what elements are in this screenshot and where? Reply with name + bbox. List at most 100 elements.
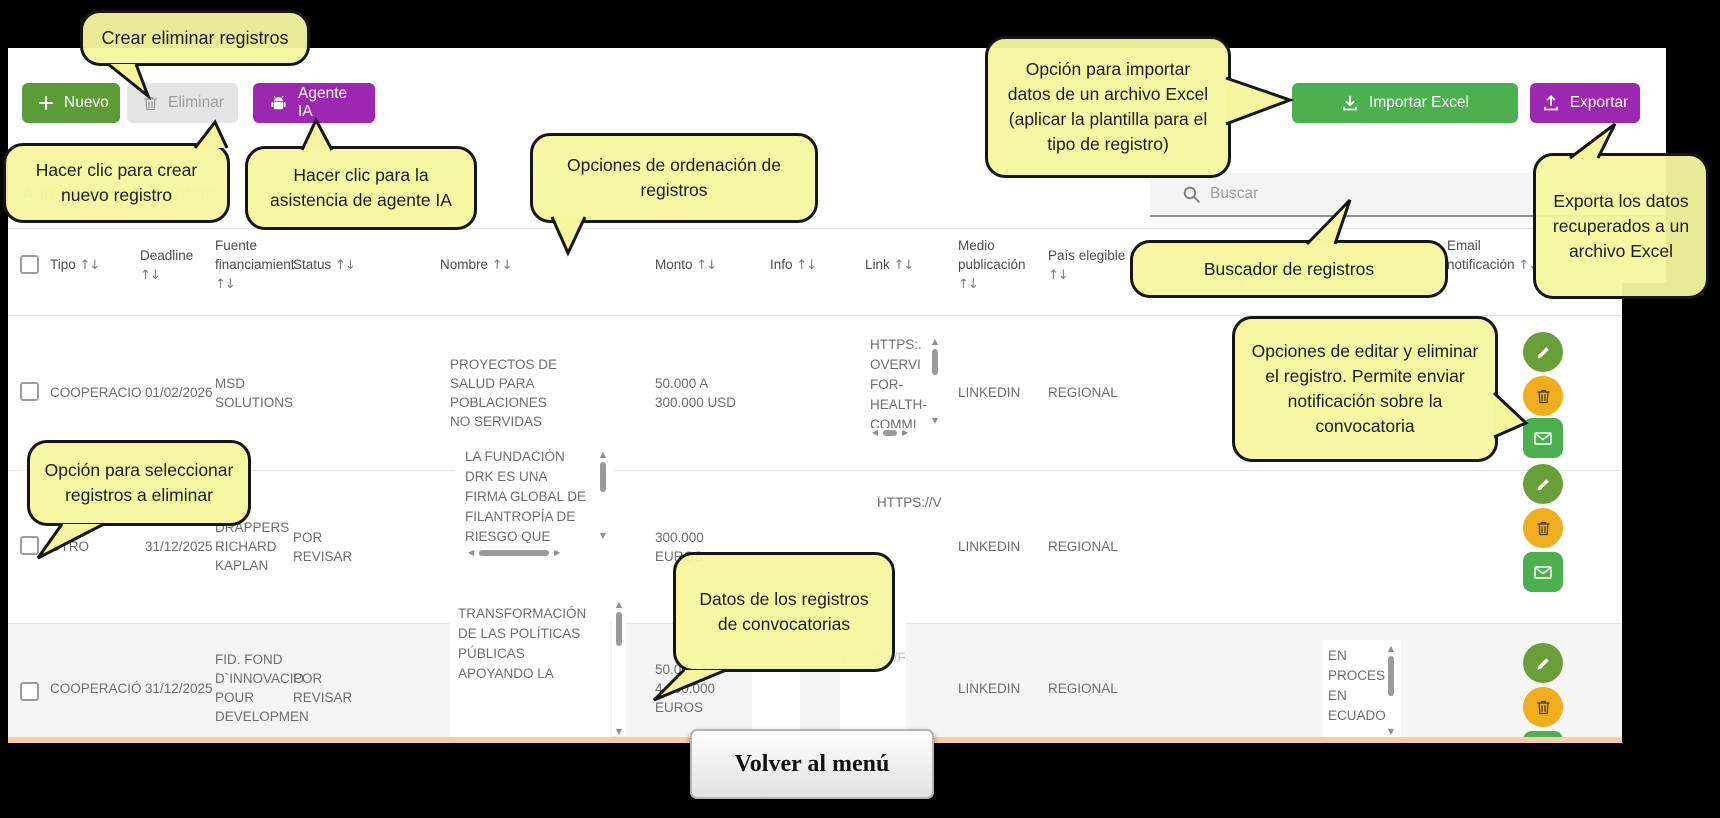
plus-icon [39, 96, 53, 110]
header-monto[interactable]: Monto ↑↓ [655, 255, 740, 275]
divider [8, 470, 1622, 471]
cell-text: LINKEDIN [958, 539, 1021, 554]
cell-text: 01/02/2026 [145, 385, 213, 400]
header-status[interactable]: Status ↑↓ [293, 255, 378, 275]
eliminar-label: Eliminar [168, 94, 224, 111]
cell-text: PROYECTOS DE SALUD PARA POBLACIONES NO S… [450, 356, 558, 429]
cell-text: REGIONAL [1048, 539, 1118, 554]
nuevo-label: Nuevo [64, 94, 109, 111]
envelope-icon [1534, 565, 1552, 579]
eliminar-button[interactable]: Eliminar [127, 83, 238, 123]
callout-exportar: Exporta los datos recuperados a un archi… [1533, 153, 1709, 299]
cell-text: 50.000 A 300.000 USD [655, 375, 737, 410]
cell-fuente: MSD SOLUTIONS [215, 315, 307, 470]
importar-excel-button[interactable]: Importar Excel [1292, 83, 1518, 123]
header-fuente[interactable]: Fuente financiamient ↑↓ [215, 236, 311, 294]
cell-pais-elegible: REGIONAL [1048, 315, 1143, 470]
header-info[interactable]: Info ↑↓ [770, 255, 835, 275]
header-nombre[interactable]: Nombre ↑↓ [440, 255, 550, 275]
delete-button[interactable] [1523, 376, 1563, 416]
callout-ordenacion: Opciones de ordenación de registros [530, 133, 818, 223]
sort-icon: ↑↓ [491, 258, 513, 273]
scroll-right-icon[interactable]: ▶ [902, 428, 909, 437]
scrollbar-horizontal[interactable]: ◀▶ [872, 428, 938, 437]
scroll-right-icon[interactable]: ▶ [554, 548, 561, 557]
notify-button[interactable] [1523, 418, 1563, 458]
cell-text: FID. FOND D`INNOVACIO POUR DEVELOPMEN [215, 652, 309, 724]
cell-text: REGIONAL [1048, 385, 1118, 400]
scrollbar-horizontal[interactable]: ◀▶ [468, 548, 598, 557]
scroll-up-icon[interactable]: ▲ [615, 600, 623, 609]
scrollbar-vertical[interactable]: ▲▼ [612, 600, 626, 736]
trash-icon [1536, 521, 1550, 535]
header-tipo[interactable]: Tipo ↑↓ [50, 255, 140, 275]
android-icon [271, 95, 286, 110]
cell-deadline: 31/12/2025 [145, 470, 225, 623]
scroll-down-icon[interactable]: ▼ [1387, 727, 1395, 736]
scroll-up-icon[interactable]: ▲ [1387, 644, 1395, 653]
header-pais-elegible[interactable]: País elegible ↑↓ [1048, 246, 1128, 285]
cell-text: 31/12/2025 [145, 539, 213, 554]
scrollbar-thumb[interactable] [616, 612, 622, 646]
volver-menu-button[interactable]: Volver al menú [690, 729, 934, 799]
sort-icon: ↑↓ [79, 258, 101, 273]
callout-pointer [107, 62, 152, 100]
row-checkbox[interactable] [20, 382, 39, 401]
scrollbar-thumb[interactable] [932, 349, 938, 375]
callout-crear-nuevo: Hacer clic para crear nuevo registro [3, 143, 230, 223]
delete-button[interactable] [1523, 687, 1563, 727]
header-label: Status [293, 257, 332, 272]
notify-button[interactable] [1523, 552, 1563, 592]
scroll-down-icon[interactable]: ▼ [615, 727, 623, 736]
header-medio-publicacion[interactable]: Medio publicación ↑↓ [958, 236, 1048, 294]
header-deadline[interactable]: Deadline ↑↓ [140, 246, 200, 285]
divider [8, 228, 1666, 229]
cell-text: LA FUNDACIÓN DRK ES UNA FIRMA GLOBAL DE … [465, 449, 587, 543]
background-mask [1622, 283, 1720, 818]
delete-button[interactable] [1523, 508, 1563, 548]
nombre-scrollbox[interactable]: LA FUNDACIÓN DRK ES UNA FIRMA GLOBAL DE … [455, 447, 615, 543]
row-checkbox[interactable] [20, 536, 39, 555]
exportar-button[interactable]: Exportar [1530, 83, 1640, 123]
callout-pointer [652, 668, 727, 702]
scroll-down-icon[interactable]: ▼ [599, 531, 607, 540]
header-label: Deadline [140, 248, 194, 263]
cell-pais-elegible: REGIONAL [1048, 470, 1143, 623]
callout-importar: Opción para importar datos de un archivo… [985, 36, 1231, 178]
callout-pointer [193, 119, 229, 149]
edit-button[interactable] [1523, 643, 1563, 683]
scrollbar-vertical[interactable]: ▲▼ [928, 337, 942, 425]
nombre-scrollbox[interactable]: TRANSFORMACIÓN DE LAS POLÍTICAS PÚBLICAS… [450, 596, 610, 740]
header-label: Link [865, 257, 890, 272]
header-label: Monto [655, 257, 693, 272]
row-checkbox[interactable] [20, 682, 39, 701]
cell-deadline: 01/02/2026 [145, 315, 225, 470]
scrollbar-vertical[interactable]: ▲▼ [596, 450, 610, 540]
scroll-left-icon[interactable]: ◀ [872, 428, 879, 437]
edit-button[interactable] [1523, 332, 1563, 372]
scrollbar-vertical[interactable]: ▲▼ [1384, 644, 1398, 736]
scrollbar-thumb[interactable] [479, 549, 550, 556]
header-link[interactable]: Link ↑↓ [865, 255, 930, 275]
cell-monto: 50.000 A 300.000 USD [655, 315, 745, 470]
scrollbar-thumb[interactable] [600, 462, 606, 492]
scrollbar-thumb[interactable] [883, 429, 898, 436]
scrollbar-thumb[interactable] [1388, 656, 1394, 696]
scroll-up-icon[interactable]: ▲ [931, 337, 939, 346]
header-label: Fuente financiamient [215, 238, 295, 272]
callout-pointer [1225, 76, 1295, 126]
trash-icon [1536, 700, 1550, 714]
nuevo-button[interactable]: Nuevo [22, 83, 120, 123]
scroll-down-icon[interactable]: ▼ [931, 416, 939, 425]
header-email-notificacion[interactable]: Email notificación ↑↓ [1447, 236, 1542, 275]
search-icon [1183, 186, 1200, 203]
agente-ia-button[interactable]: Agente IA [253, 83, 375, 123]
header-checkbox[interactable] [20, 255, 39, 274]
sort-icon: ↑↓ [796, 258, 817, 273]
edit-button[interactable] [1523, 464, 1563, 504]
cell-text: COOPERACIÓ [50, 680, 142, 696]
scroll-up-icon[interactable]: ▲ [599, 450, 607, 459]
cell-tipo: COOPERACIÓ [50, 633, 145, 743]
scroll-left-icon[interactable]: ◀ [468, 548, 475, 557]
